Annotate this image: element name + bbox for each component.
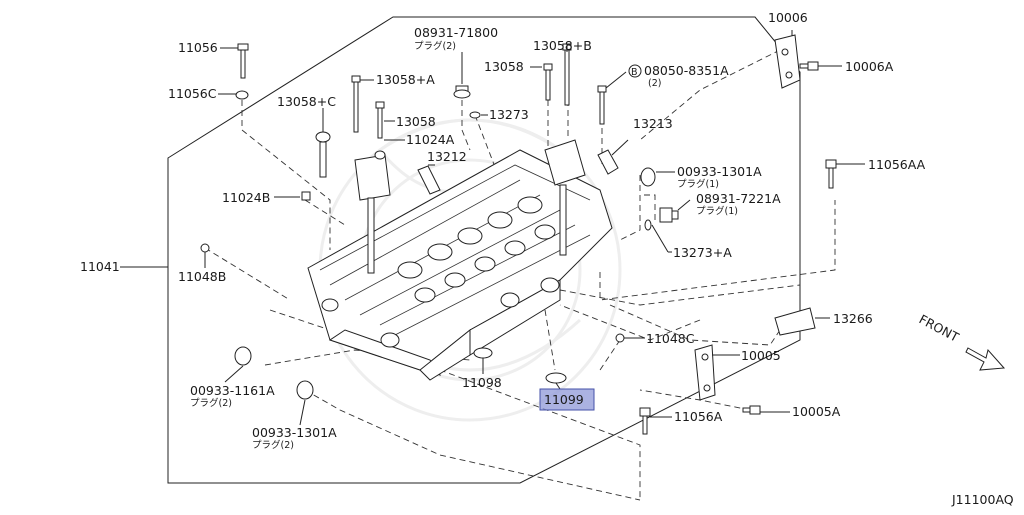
label-08931-7221a[interactable]: 08931-7221A: [696, 191, 781, 206]
label-13266[interactable]: 13266: [833, 311, 873, 326]
label-10006a[interactable]: 10006A: [845, 59, 894, 74]
ball-11048c-icon: [615, 333, 625, 343]
label-13273[interactable]: 13273: [489, 107, 529, 122]
solid-leader-lines: [120, 30, 865, 426]
diagram-code: J11100AQ: [951, 492, 1014, 507]
assembly-boundary: [167, 16, 801, 484]
label-00933-1161a[interactable]: 00933-1161A: [190, 383, 275, 398]
label-11048b[interactable]: 11048B: [178, 269, 226, 284]
label-10005a[interactable]: 10005A: [792, 404, 841, 419]
sleeve-13213-icon: [597, 149, 619, 175]
label-00933-1301a-r[interactable]: 00933-1301A: [677, 164, 762, 179]
seal-11098-icon: [473, 347, 493, 359]
bolt-11056-icon: [237, 43, 249, 79]
sleeve-13212-icon: [417, 165, 441, 195]
label-08050-qty: (2): [648, 78, 661, 89]
washer-13273a-icon: [644, 219, 652, 231]
ball-11048b-icon: [200, 243, 210, 253]
label-13058-mid[interactable]: 13058: [396, 114, 436, 129]
front-arrow-icon: [965, 347, 1006, 371]
label-plug1-b: プラグ(1): [696, 205, 738, 217]
label-13058c[interactable]: 13058+C: [277, 94, 336, 109]
bracket-10005-icon: [694, 344, 716, 401]
front-indicator: FRONT: [917, 311, 1006, 371]
dowel-11024b-icon: [301, 191, 311, 201]
bolt-13058-mid-icon: [375, 101, 385, 139]
label-08050-8351a[interactable]: 08050-8351A: [644, 63, 729, 78]
label-13058b[interactable]: 13058+B: [533, 38, 592, 53]
cylinder-head-body: [307, 139, 613, 381]
washer-13273-icon: [469, 111, 481, 119]
label-plug2-c: プラグ(2): [252, 439, 294, 451]
label-13058a[interactable]: 13058+A: [376, 72, 435, 87]
plug-00933-1301a-l-icon: [296, 380, 314, 400]
bolt-13058a-icon: [351, 75, 361, 133]
bolt-11056a-icon: [639, 407, 651, 435]
bolt-13058c-icon: [315, 131, 331, 178]
label-11048c[interactable]: 11048C: [646, 331, 695, 346]
label-11056aa[interactable]: 11056AA: [868, 157, 926, 172]
bolt-10006a-icon: [799, 61, 819, 71]
label-11056a[interactable]: 11056A: [674, 409, 723, 424]
label-plug2-b: プラグ(2): [190, 397, 232, 409]
label-11056c[interactable]: 11056C: [168, 86, 217, 101]
highlight-11099[interactable]: [539, 388, 595, 411]
bolt-13058b-icon: [562, 43, 572, 106]
bolt-11056aa-icon: [825, 159, 837, 189]
label-13058-top[interactable]: 13058: [484, 59, 524, 74]
cover-13266-icon: [774, 307, 816, 336]
b-mark-icon: [628, 64, 642, 78]
label-plug1-a: プラグ(1): [677, 178, 719, 190]
label-11024a[interactable]: 11024A: [406, 132, 455, 147]
washer-11056c-icon: [235, 90, 249, 100]
label-10006[interactable]: 10006: [768, 10, 808, 25]
label-11024b[interactable]: 11024B: [222, 190, 270, 205]
label-11098[interactable]: 11098: [462, 375, 502, 390]
label-11041[interactable]: 11041: [80, 259, 120, 274]
plug-00933-1161a-icon: [234, 346, 252, 366]
label-13273a[interactable]: 13273+A: [673, 245, 732, 260]
washer-11024a-icon: [374, 150, 386, 160]
front-label: FRONT: [917, 311, 962, 344]
part-labels: 10006 10006A 11056 08931-71800 プラグ(2) 13…: [80, 10, 926, 451]
plug-08931-7221a-icon: [659, 207, 679, 223]
label-11056[interactable]: 11056: [178, 40, 218, 55]
label-10005[interactable]: 10005: [741, 348, 781, 363]
label-plug2-a: プラグ(2): [414, 40, 456, 52]
label-08931-71800[interactable]: 08931-71800: [414, 25, 498, 40]
plug-08931-71800-icon: [453, 85, 471, 99]
bolt-08050-icon: [597, 85, 607, 125]
bolt-10005a-icon: [742, 405, 761, 415]
bolt-13058-top-icon: [543, 63, 553, 101]
seal-11099-icon: [545, 372, 567, 384]
plug-00933-1301a-r-icon: [640, 167, 656, 187]
label-13213[interactable]: 13213: [633, 116, 673, 131]
label-00933-1301a-l[interactable]: 00933-1301A: [252, 425, 337, 440]
bracket-10006-icon: [774, 34, 801, 89]
label-13212[interactable]: 13212: [427, 149, 467, 164]
label-11099[interactable]: 11099: [544, 392, 584, 407]
label-b-mark: B: [631, 67, 638, 78]
